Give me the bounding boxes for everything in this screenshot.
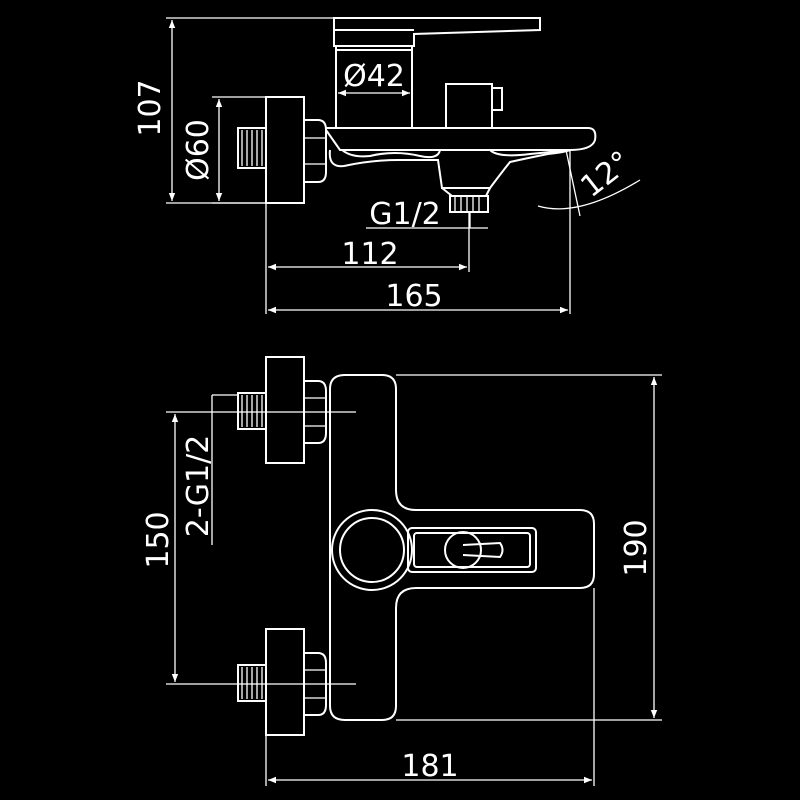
dim-height-107-label: 107 [133, 79, 168, 136]
dim-body-diameter: Ø60 [181, 96, 266, 204]
dim-angle-label: 12° [574, 144, 637, 204]
side-nut [304, 119, 327, 183]
front-upper-threaded-inlet [237, 392, 267, 430]
dim-inlet-spacing: 150 2-G1/2 [141, 394, 238, 682]
dim-front-width-label: 181 [401, 749, 458, 784]
front-lower-threaded-inlet [237, 664, 267, 702]
dim-inlet-spacing-label: 150 [141, 511, 176, 568]
dim-front-height: 190 [396, 374, 662, 721]
side-handle-lever [333, 17, 541, 47]
front-upper-flange [265, 356, 305, 464]
side-threaded-inlet [237, 127, 267, 169]
dim-inlet-thread-label: 2-G1/2 [181, 435, 216, 538]
front-body [329, 374, 595, 721]
dim-handle-diameter-label: Ø42 [343, 59, 405, 94]
dim-outlet-thread-label: G1/2 [369, 197, 441, 232]
dim-angle: 12° [537, 144, 641, 217]
side-diverter-knob [445, 83, 503, 129]
dim-depth: 165 [268, 150, 571, 314]
dim-outlet-thread: G1/2 [366, 197, 488, 232]
front-handle-ring [331, 509, 413, 591]
side-wall-flange [265, 96, 305, 204]
front-lower-flange [265, 628, 305, 736]
front-diverter-slot [407, 527, 537, 573]
side-view: 107 Ø60 Ø42 G1/2 112 [133, 17, 641, 314]
dim-front-width: 181 [265, 588, 595, 786]
side-outlet-aerator [441, 187, 491, 213]
dim-body-diameter-label: Ø60 [181, 119, 216, 181]
side-cartridge [335, 46, 413, 128]
side-body-plate [325, 127, 597, 151]
dim-height-107: 107 [133, 17, 334, 204]
dim-handle-diameter: Ø42 [338, 59, 410, 97]
side-spout [328, 149, 571, 189]
dim-front-height-label: 190 [619, 519, 654, 576]
dim-depth-label: 165 [385, 279, 442, 314]
dim-outlet-distance: 112 [265, 203, 470, 314]
front-view: 150 2-G1/2 190 181 [141, 356, 662, 786]
dim-outlet-distance-label: 112 [341, 237, 398, 272]
